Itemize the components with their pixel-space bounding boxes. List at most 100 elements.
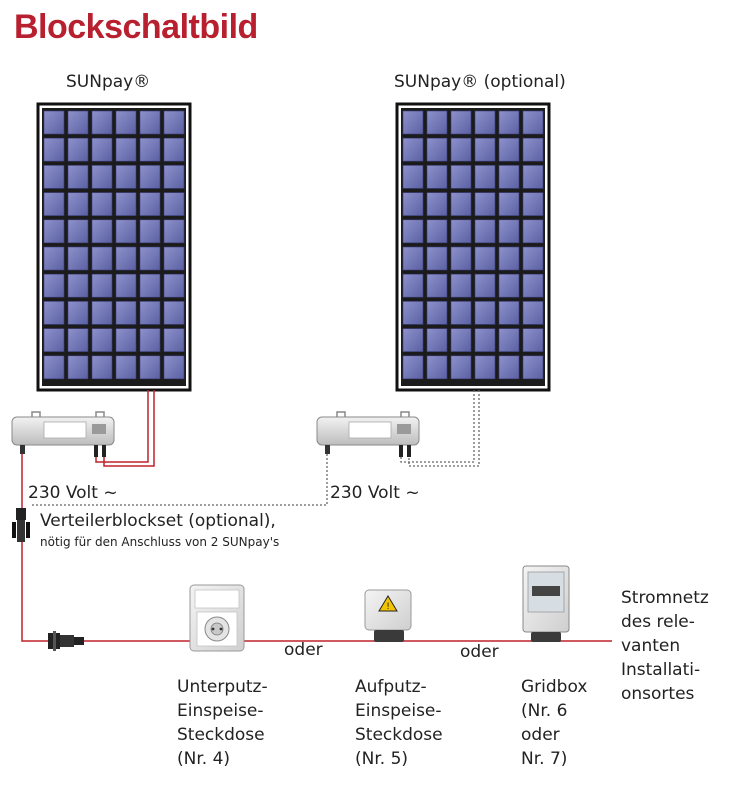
solar-cell (474, 219, 496, 244)
solar-cell (402, 328, 424, 352)
solar-cell (498, 137, 520, 162)
solar-cell (498, 192, 520, 216)
solar-cell (91, 137, 113, 162)
solar-cell (91, 273, 113, 298)
solar-cell (91, 110, 113, 135)
solar-cell (163, 219, 185, 244)
solar-cell (450, 110, 472, 135)
dc-wires-right (400, 390, 480, 467)
solar-cell (450, 219, 472, 244)
solar-cell (498, 165, 520, 189)
solar-cell (426, 328, 448, 352)
solar-cell (115, 246, 137, 271)
solar-cell (522, 137, 544, 162)
solar-cell (67, 137, 89, 162)
solar-cell (474, 328, 496, 352)
solar-cell (67, 165, 89, 189)
gridbox-label: Gridbox (Nr. 6 oder Nr. 7) (521, 677, 588, 769)
solar-cell (450, 301, 472, 325)
solar-cell (522, 246, 544, 271)
solar-cell (67, 355, 89, 380)
solar-cell (450, 192, 472, 216)
dc-wires-left (95, 390, 155, 467)
socket-flush-mounted (189, 584, 245, 652)
solar-cell (450, 165, 472, 189)
solar-cell (163, 273, 185, 298)
solar-cell (498, 328, 520, 352)
solar-cell (498, 301, 520, 325)
solar-cell (139, 246, 161, 271)
solar-cell (163, 246, 185, 271)
solar-cell (43, 301, 65, 325)
solar-cell (474, 192, 496, 216)
solar-cell (91, 355, 113, 380)
solar-cell (115, 165, 137, 189)
solar-cell (450, 328, 472, 352)
solar-cell (139, 165, 161, 189)
solar-cell (402, 246, 424, 271)
solar-cell (139, 301, 161, 325)
solar-cell (115, 328, 137, 352)
solar-cell (402, 301, 424, 325)
solar-cell (67, 301, 89, 325)
voltage-label-right: 230 Volt ~ (330, 483, 420, 503)
solar-cell (163, 137, 185, 162)
solar-cell (474, 110, 496, 135)
solar-cell (474, 137, 496, 162)
solar-cell (115, 110, 137, 135)
solar-cell (115, 301, 137, 325)
solar-cell (498, 219, 520, 244)
socket-flush-label: Unterputz- Einspeise- Steckdose (Nr. 4) (177, 677, 268, 769)
solar-cell (115, 355, 137, 380)
page-title: Blockschaltbild (14, 8, 258, 46)
solar-cell (163, 192, 185, 216)
solar-panel-left (36, 102, 192, 392)
solar-cell (43, 219, 65, 244)
solar-cell (91, 246, 113, 271)
solar-cell (474, 246, 496, 271)
solar-cell (139, 355, 161, 380)
solar-cell (67, 192, 89, 216)
solar-cell (139, 110, 161, 135)
solar-cell (163, 110, 185, 135)
solar-cell (402, 165, 424, 189)
solar-cell (43, 273, 65, 298)
solar-cell (426, 192, 448, 216)
solar-cell (115, 219, 137, 244)
oder-label-1: oder (284, 640, 323, 660)
solar-cell (163, 328, 185, 352)
solar-cell (402, 110, 424, 135)
solar-cell (498, 355, 520, 380)
inline-connector (48, 631, 84, 651)
solar-cell (426, 246, 448, 271)
solar-cell (115, 273, 137, 298)
solar-cell (450, 137, 472, 162)
solar-cell (498, 246, 520, 271)
solar-cell (522, 273, 544, 298)
solar-cell (163, 301, 185, 325)
solar-cell (450, 246, 472, 271)
solar-cell (91, 165, 113, 189)
solar-cell (474, 301, 496, 325)
solar-cell (522, 355, 544, 380)
solar-cell (498, 273, 520, 298)
solar-panel-right (395, 102, 551, 392)
solar-cell (139, 219, 161, 244)
solar-cell (426, 355, 448, 380)
solar-cell (139, 328, 161, 352)
solar-cell (426, 273, 448, 298)
micro-inverter-right (316, 411, 420, 457)
socket-surface-mounted: ! (364, 589, 412, 642)
grid-label: Stromnetz des rele- vanten Installati- o… (621, 588, 709, 704)
solar-cell (91, 328, 113, 352)
solar-cell (91, 301, 113, 325)
solar-cell (450, 273, 472, 298)
solar-cell (67, 273, 89, 298)
distributor-note: nötig für den Anschluss von 2 SUNpay's (40, 535, 280, 549)
solar-cell (163, 355, 185, 380)
solar-cell (43, 328, 65, 352)
solar-cell (91, 192, 113, 216)
solar-cell (402, 355, 424, 380)
socket-surface-label: Aufputz- Einspeise- Steckdose (Nr. 5) (355, 677, 443, 769)
